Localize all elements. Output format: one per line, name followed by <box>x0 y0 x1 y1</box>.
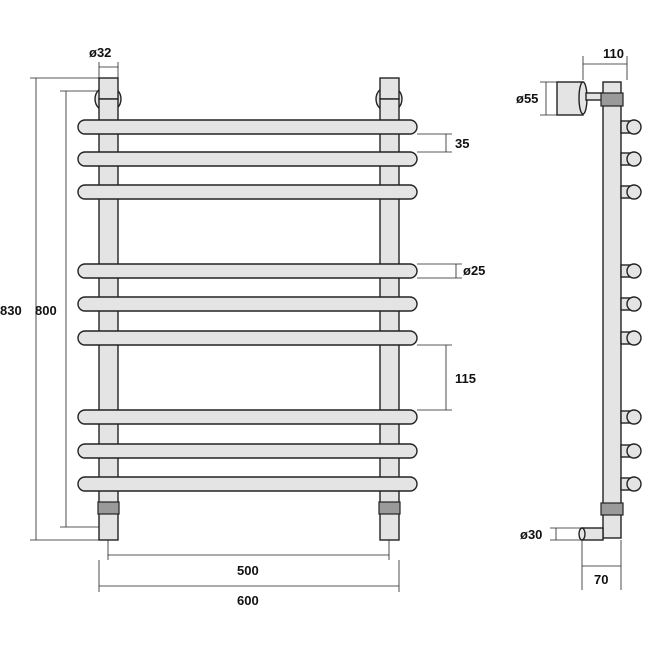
left-vertical-pipe <box>98 98 119 541</box>
horizontal-bars <box>77 119 418 492</box>
axis-width-label: 500 <box>237 563 259 578</box>
bar <box>77 296 418 312</box>
bar-spacing-dimension: 35 <box>417 133 469 153</box>
group-gap-dimension: 115 <box>417 344 476 411</box>
side-bar-ends <box>620 119 642 492</box>
bar-diameter-label: ø25 <box>463 263 485 278</box>
axis-height-label: 800 <box>35 303 57 318</box>
side-wall-flange <box>556 81 604 116</box>
bar <box>77 476 418 492</box>
depth-dimension: 110 <box>582 46 628 80</box>
bar-spacing-label: 35 <box>455 136 469 151</box>
connector-depth-dimension: 70 <box>581 540 622 590</box>
bar <box>77 443 418 459</box>
side-top-fitting <box>600 92 624 107</box>
bar <box>77 184 418 200</box>
total-width-label: 600 <box>237 593 259 608</box>
total-height-dimension: 830 <box>0 77 99 541</box>
pipe-diameter-label: ø32 <box>89 45 111 60</box>
bottom-left-fitting <box>97 501 120 515</box>
bottom-right-fitting <box>378 501 401 515</box>
group-gap-label: 115 <box>455 371 476 386</box>
depth-label: 110 <box>603 46 624 61</box>
total-width-dimension: 600 <box>98 560 400 608</box>
front-view: ø32 830 800 35 ø25 <box>0 45 485 608</box>
bar <box>77 151 418 167</box>
connector-diameter-dimension: ø30 <box>520 527 582 542</box>
bar <box>77 330 418 346</box>
side-bottom-connector <box>578 527 604 541</box>
pipe-diameter-dimension: ø32 <box>89 45 119 78</box>
flange-diameter-label: ø55 <box>516 91 538 106</box>
axis-width-dimension: 500 <box>107 540 390 578</box>
flange-diameter-dimension: ø55 <box>516 81 557 116</box>
bar-diameter-dimension: ø25 <box>417 263 485 279</box>
bar <box>77 263 418 279</box>
connector-diameter-label: ø30 <box>520 527 542 542</box>
axis-height-dimension: 800 <box>35 90 99 528</box>
connector-depth-label: 70 <box>594 572 608 587</box>
bar <box>77 409 418 425</box>
side-vertical-pipe <box>602 81 622 539</box>
side-view: 110 ø55 ø30 70 <box>516 46 642 590</box>
side-bottom-fitting <box>600 502 624 516</box>
bar <box>77 119 418 135</box>
right-vertical-pipe <box>379 98 400 541</box>
total-height-label: 830 <box>0 303 22 318</box>
